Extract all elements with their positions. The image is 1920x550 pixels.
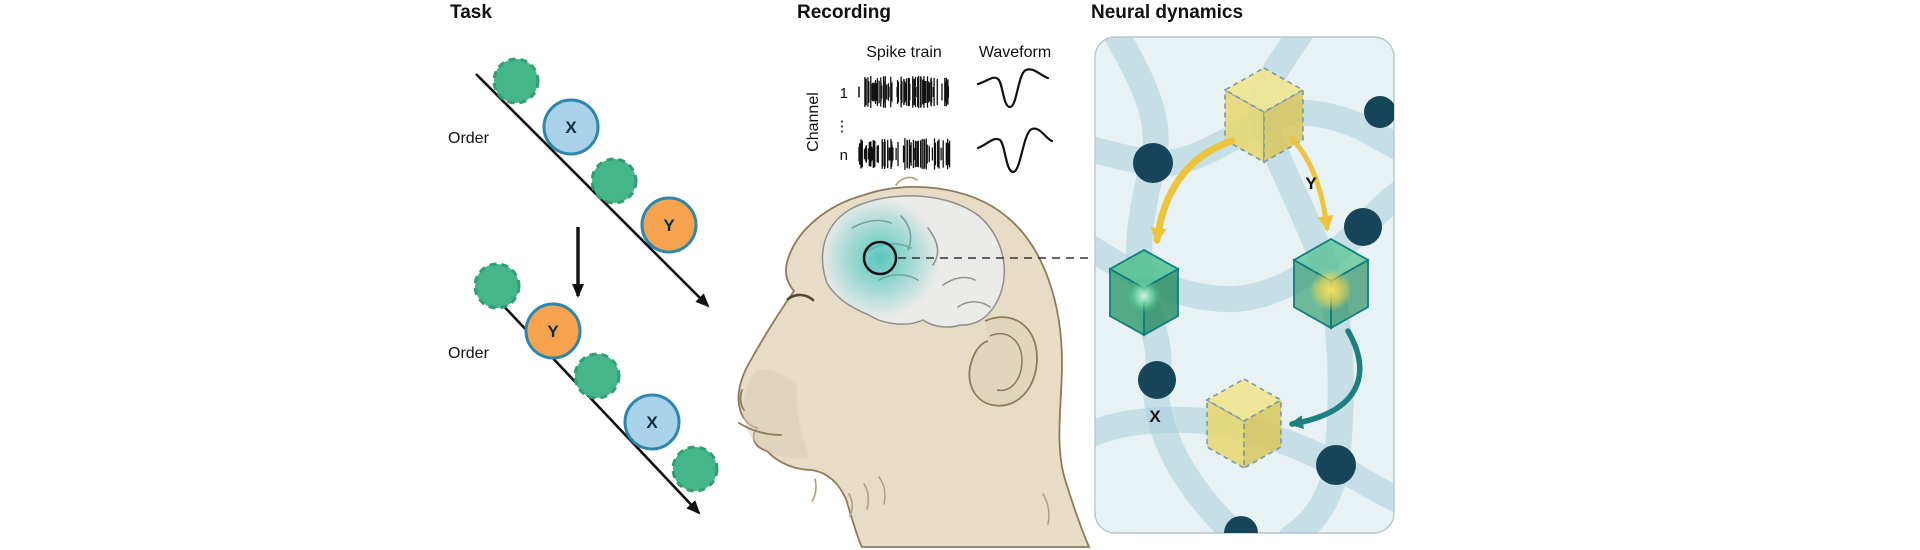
brain [820,195,1005,328]
monkey-inner-ear [989,332,1023,392]
network-node [1364,96,1394,128]
waveform-channel-n [976,127,1054,174]
monkey-hair-tuft [895,176,918,186]
item-y-dot [524,302,582,360]
neural-dynamics-content: Y X [1095,37,1394,533]
subspace-cube-right [1292,237,1370,330]
spike-train-label: Spike train [866,44,942,61]
channel-ellipsis: ⋮ [835,118,850,135]
item-x-dot [623,393,681,451]
neural-label-x: X [1149,407,1161,426]
monkey-muzzle-shading [743,369,810,459]
item-y-letter: Y [547,322,559,341]
neural-label-y: Y [1305,174,1317,193]
spike-train-channel-n [858,138,951,170]
recording-site-glow [820,198,940,318]
waveform-label: Waveform [979,44,1051,61]
task-sequence-1: Order X Y [448,57,710,308]
stored-item-glow-yellow [1310,269,1352,311]
item-cube-yellow-bottom [1205,378,1283,470]
task-title: Task [450,2,492,23]
monkey-ear [968,316,1038,407]
item-transfer-arrow-yellow-left [1150,137,1236,244]
monkey-head-illustration [737,176,1093,548]
recording-site-circle [862,240,898,276]
neural-dynamics-panel: Neural dynamics [1091,2,1395,534]
item-x-dot [542,98,600,156]
neural-dynamics-title: Neural dynamics [1091,2,1243,23]
item-transfer-arrow-yellow-right [1288,135,1334,232]
spike-train-channel-1 [858,76,950,108]
waveform-channel-1 [976,68,1050,109]
network-node [1344,208,1382,246]
placeholder-dot [671,445,719,493]
sequence-1-order-arrow [475,73,710,308]
stored-item-glow-green [1125,277,1163,315]
item-y-letter: Y [663,216,675,235]
network-node [1133,143,1173,183]
network-nodes [1133,96,1394,533]
sequence-1-order-label: Order [448,130,490,147]
channel-axis-label: Channel [805,92,822,152]
network-node [1224,516,1258,533]
placeholder-dot [473,262,521,310]
subspace-cube-left [1108,248,1180,337]
item-transfer-arrow-teal [1289,328,1363,430]
channel-n-label: n [840,147,848,164]
cube-top-face [1223,67,1305,113]
recording-panel: Recording [737,2,1093,548]
item-x-letter: X [646,413,658,432]
recording-title: Recording [797,2,891,23]
monkey-mouth [738,422,782,436]
item-x-letter: X [565,118,577,137]
item-y-dot [640,196,698,254]
network-node [1138,361,1176,399]
monkey-fur-strokes [811,476,1050,525]
monkey-nostril [739,389,745,411]
sequence-2-order-label: Order [448,345,490,362]
electrophysiology-traces: Spike train Waveform Channel 1 ⋮ n [805,44,1054,174]
task-panel: Task Order X Y Order Y X [448,2,719,515]
monkey-eye [786,293,815,302]
cube-top-face [1205,378,1283,422]
channel-1-label: 1 [840,85,848,102]
network-node [1316,445,1356,485]
placeholder-dot [492,57,540,105]
placeholder-dot [590,157,638,205]
task-sequence-2: Order Y X [448,262,719,515]
placeholder-dot [573,352,621,400]
